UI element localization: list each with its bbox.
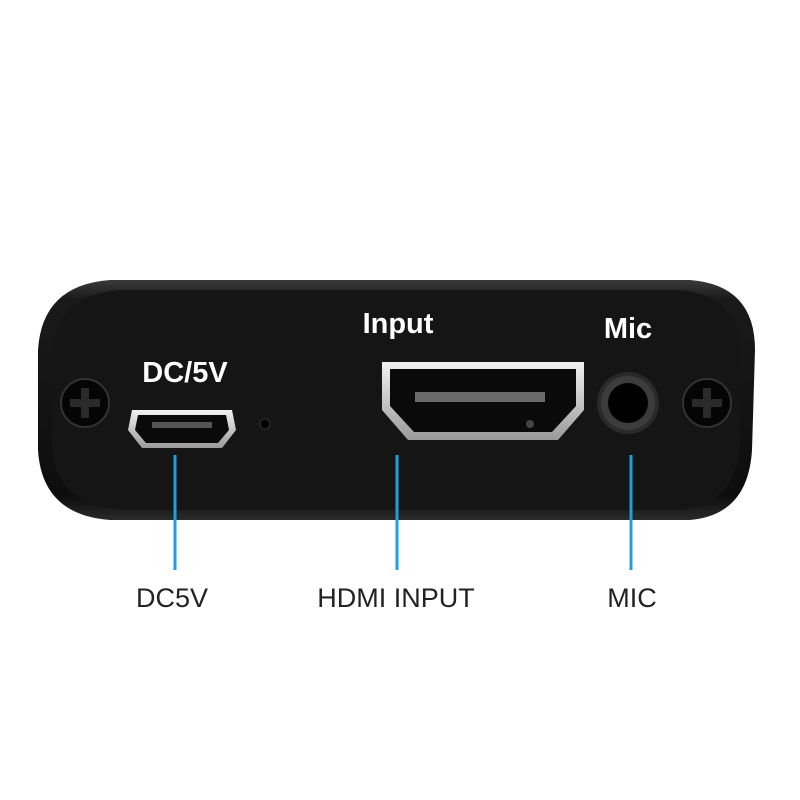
- callout-label-hdmi: HDMI INPUT: [317, 583, 475, 613]
- power-port-label: DC/5V: [142, 357, 228, 389]
- micro-usb-port: [128, 410, 236, 448]
- led-indicator-icon: [259, 418, 271, 430]
- mic-port-label: Mic: [604, 313, 652, 345]
- callout-label-mic: MIC: [607, 583, 657, 613]
- mic-jack: [597, 372, 659, 434]
- hdmi-port-label: Input: [363, 308, 434, 340]
- right-screw-icon: [682, 378, 732, 428]
- callout-label-dc5v: DC5V: [136, 583, 208, 613]
- left-screw-icon: [60, 378, 110, 428]
- hdmi-port: [382, 362, 584, 440]
